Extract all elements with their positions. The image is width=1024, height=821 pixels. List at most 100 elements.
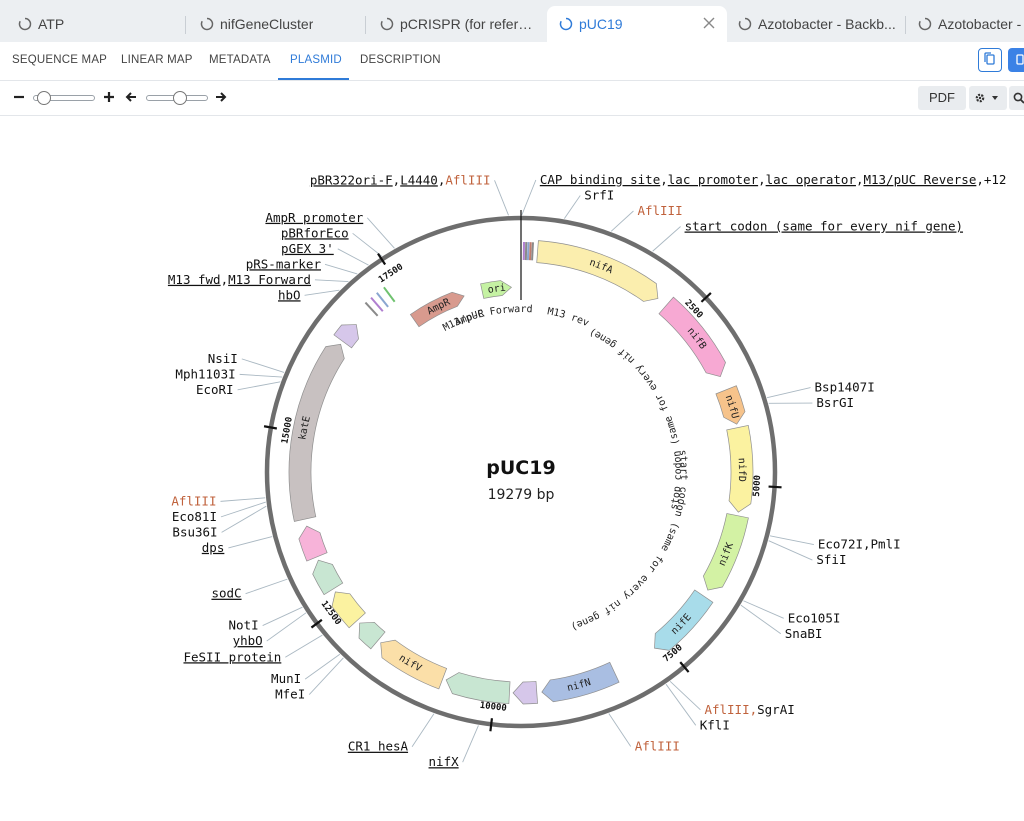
- annotation-label[interactable]: AflIII: [171, 493, 216, 508]
- loading-icon: [380, 17, 394, 31]
- rotation-slider-handle[interactable]: [173, 91, 187, 105]
- feature-unnamed[interactable]: [331, 591, 366, 629]
- zoom-in-icon[interactable]: [102, 90, 116, 104]
- tab-separator: [905, 16, 906, 34]
- annotation-label[interactable]: Bsu36I: [172, 524, 217, 539]
- zoom-slider[interactable]: [33, 95, 95, 101]
- feature-mark: [370, 296, 384, 312]
- annotation-label[interactable]: hbO: [278, 287, 301, 302]
- annotation-label[interactable]: MunI: [271, 671, 301, 686]
- tick-mark: [377, 253, 387, 266]
- zoom-slider-handle[interactable]: [36, 91, 51, 105]
- annotation-label[interactable]: MfeI: [275, 687, 305, 702]
- feature-mark: [376, 292, 389, 308]
- tick-mark: [310, 618, 323, 629]
- annotation-label[interactable]: Mph1103I: [175, 366, 235, 381]
- feature-nifU[interactable]: [715, 385, 746, 425]
- tab-puc19[interactable]: pUC19: [547, 6, 727, 42]
- feature-mark: [528, 242, 532, 261]
- view-nav: SEQUENCE MAP LINEAR MAP METADATA PLASMID…: [0, 42, 1024, 81]
- annotation-label[interactable]: SfiI: [816, 552, 846, 567]
- annotation-label[interactable]: FeSII protein: [183, 649, 281, 664]
- annotation-label[interactable]: pBRforEco: [281, 225, 349, 240]
- pdf-button[interactable]: PDF: [918, 86, 966, 110]
- inner-feature-label: M13 rev: [546, 306, 590, 329]
- tab-nifgenecluster[interactable]: nifGeneCluster: [200, 6, 360, 42]
- annotation-label[interactable]: SrfI: [584, 188, 614, 203]
- annotation-label[interactable]: Eco81I: [172, 509, 217, 524]
- annotation-label[interactable]: BsrGI: [816, 395, 854, 410]
- rotate-left-icon[interactable]: [124, 90, 138, 104]
- annotation-label[interactable]: CAP binding site,lac promoter,lac operat…: [540, 172, 1007, 187]
- feature-nifK[interactable]: [703, 513, 749, 591]
- tab-atp[interactable]: ATP: [18, 6, 168, 42]
- annotation-label[interactable]: pRS-marker: [246, 256, 322, 271]
- close-icon[interactable]: [701, 15, 717, 31]
- feature-unnamed[interactable]: [358, 621, 386, 650]
- annotation-label[interactable]: EcoRI: [196, 382, 234, 397]
- annotation-label[interactable]: NsiI: [208, 351, 238, 366]
- feature-AmpR[interactable]: [409, 291, 465, 328]
- tab-plasmid[interactable]: PLASMID: [290, 54, 342, 66]
- feature-nifE[interactable]: [654, 589, 714, 651]
- feature-ori[interactable]: [480, 280, 512, 299]
- rotate-right-icon[interactable]: [214, 90, 228, 104]
- annotation-label[interactable]: NotI: [229, 618, 259, 633]
- tab-separator: [365, 16, 366, 34]
- feature-nifN[interactable]: [541, 661, 620, 703]
- copy-button[interactable]: [978, 48, 1002, 72]
- annotation-label[interactable]: nifX: [429, 754, 460, 769]
- feature-unnamed[interactable]: [333, 324, 359, 349]
- annotation-label[interactable]: pBR322ori-F,L4440,AflIII: [310, 172, 491, 187]
- annotation-label[interactable]: AflIII,SgrAI: [704, 702, 794, 717]
- feature-nifD[interactable]: [726, 425, 754, 513]
- annotation-label[interactable]: Eco105I: [788, 610, 841, 625]
- tab-azotobacter-backbone[interactable]: Azotobacter - Backb...: [738, 6, 898, 42]
- tab-description[interactable]: DESCRIPTION: [360, 54, 441, 66]
- plasmid-length: 19279 bp: [488, 487, 555, 503]
- tab-metadata[interactable]: METADATA: [209, 54, 271, 66]
- tab-label: pUC19: [579, 16, 623, 32]
- search-button[interactable]: [1009, 86, 1024, 110]
- annotation-label[interactable]: pGEX 3': [281, 241, 334, 256]
- feature-unnamed[interactable]: [445, 672, 511, 705]
- annotation-label[interactable]: AflIII: [637, 203, 682, 218]
- annotation-label[interactable]: Eco72I,PmlI: [818, 537, 901, 552]
- annotation-label[interactable]: sodC: [211, 586, 241, 601]
- feature-katE[interactable]: [288, 343, 345, 522]
- feature-nifB[interactable]: [658, 296, 726, 378]
- annotation-label[interactable]: dps: [202, 540, 225, 555]
- zoom-out-icon[interactable]: [12, 90, 26, 104]
- tab-separator: [185, 16, 186, 34]
- tick-mark: [679, 661, 690, 673]
- feature-mark: [526, 242, 530, 261]
- annotation-label[interactable]: AflIII: [635, 738, 680, 753]
- feature-unnamed[interactable]: [298, 525, 328, 562]
- annotation-label[interactable]: start codon (same for every nif gene): [685, 219, 963, 234]
- annotation-label[interactable]: SnaBI: [785, 626, 823, 641]
- tab-azotobacter-c[interactable]: Azotobacter - C: [918, 6, 1024, 42]
- annotation-labels[interactable]: pBR322ori-F,L4440,AflIII AmpR promoterpBR…: [168, 172, 1007, 769]
- annotation-label[interactable]: CR1 hesA: [348, 739, 409, 754]
- tab-label: Azotobacter - C: [938, 16, 1024, 32]
- tab-pcrispr[interactable]: pCRISPR (for referen...: [380, 6, 540, 42]
- feature-mark: [531, 242, 534, 261]
- annotation-label[interactable]: AmpR promoter: [265, 210, 363, 225]
- active-tab-indicator: [278, 78, 349, 80]
- tick-label: 17500: [377, 262, 405, 285]
- tick-mark: [489, 718, 494, 732]
- tab-linear-map[interactable]: LINEAR MAP: [121, 54, 193, 66]
- annotation-label[interactable]: M13 fwd,M13 Forward: [168, 272, 311, 287]
- annotation-label[interactable]: KflI: [700, 717, 730, 732]
- settings-dropdown[interactable]: [969, 86, 1007, 110]
- feature-label: nifD: [736, 458, 747, 483]
- feature-nifV[interactable]: [380, 639, 448, 690]
- feature-nifA[interactable]: [536, 240, 659, 302]
- annotation-label[interactable]: Bsp1407I: [815, 380, 875, 395]
- feature-unnamed[interactable]: [312, 559, 344, 596]
- share-button[interactable]: [1008, 48, 1024, 72]
- feature-unnamed[interactable]: [512, 681, 538, 705]
- annotation-label[interactable]: yhbO: [233, 633, 263, 648]
- tab-sequence-map[interactable]: SEQUENCE MAP: [12, 54, 108, 66]
